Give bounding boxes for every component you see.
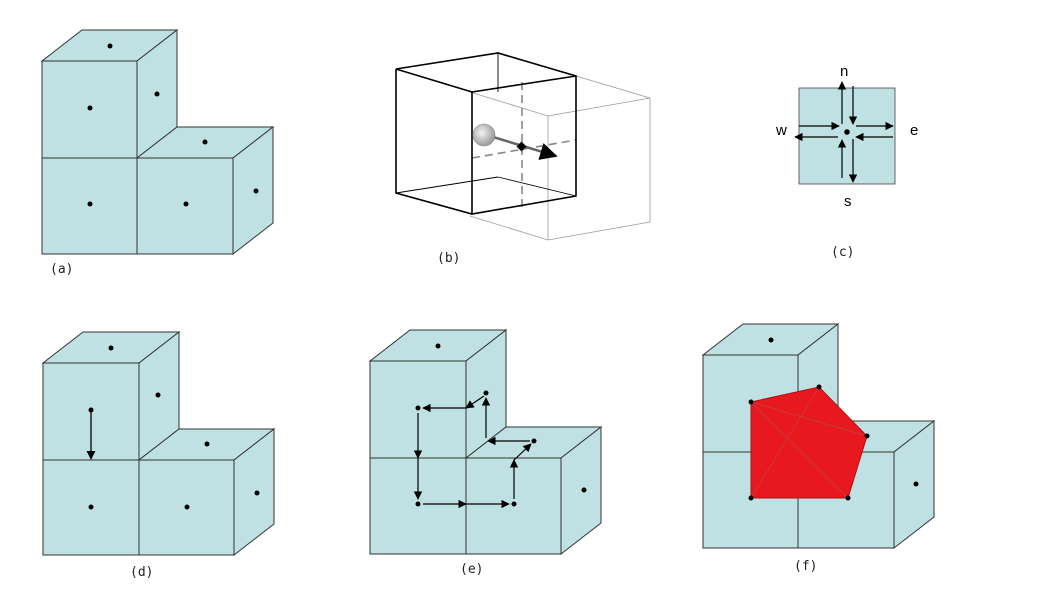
panel-e [368, 328, 603, 556]
cell-center-dot [108, 345, 114, 351]
panel-f [701, 322, 936, 550]
cell-center-dot [88, 504, 94, 510]
cell-center-dot [415, 501, 421, 507]
panel-label-a: (a) [50, 262, 73, 277]
hidden-edges [471, 82, 577, 208]
cell-center-dot [254, 490, 260, 496]
panel-label-c: (c) [831, 245, 854, 260]
panel-c [794, 81, 896, 185]
cell-center-dot [204, 441, 210, 447]
path-arrow [513, 443, 532, 461]
cell-center-dot [154, 91, 160, 97]
cell-center-dot [768, 337, 774, 343]
center-point [516, 141, 527, 152]
direction-label-west: w [775, 122, 787, 139]
direction-label-south: s [844, 193, 852, 210]
cell-center-dot [844, 129, 850, 135]
iso-surface-polygon [750, 386, 868, 499]
panel-b [395, 52, 651, 241]
cell-center-dot [435, 343, 441, 349]
panel-a [40, 28, 275, 256]
cell-center-dot [531, 438, 537, 444]
direction-label-north: n [840, 63, 848, 80]
path-arrow [465, 395, 485, 409]
cell-center-dot [87, 105, 93, 111]
cell-center-dot [253, 188, 259, 194]
cell-center-dot [415, 405, 421, 411]
triangulation-edges [750, 386, 868, 499]
cell-center-dot [87, 201, 93, 207]
cell-square [798, 87, 896, 185]
cell-center-dot [183, 201, 189, 207]
panel-label-b: (b) [437, 251, 460, 266]
cell-center-dot [511, 501, 517, 507]
cell-center-dot [155, 392, 161, 398]
sample-sphere [472, 123, 496, 147]
panel-label-f: (f) [794, 559, 817, 574]
polygon-vertex [845, 495, 851, 501]
polygon-vertex [748, 399, 754, 405]
polygon-vertex [748, 495, 754, 501]
cell-box-outline [395, 52, 577, 215]
polygon-vertex [816, 384, 822, 390]
panel-label-e: (e) [460, 562, 483, 577]
cell-center-dot [581, 487, 587, 493]
polygon-vertex [864, 433, 870, 439]
neighbor-cell-outline [469, 75, 651, 241]
panel-label-d: (d) [130, 565, 153, 580]
cell-center-dot [202, 139, 208, 145]
cell-center-dot [483, 390, 489, 396]
cell-center-dot [107, 43, 113, 49]
panel-d [41, 330, 276, 557]
cell-center-dot [913, 481, 919, 487]
cell-center-dot [184, 504, 190, 510]
direction-label-east: e [910, 122, 918, 139]
